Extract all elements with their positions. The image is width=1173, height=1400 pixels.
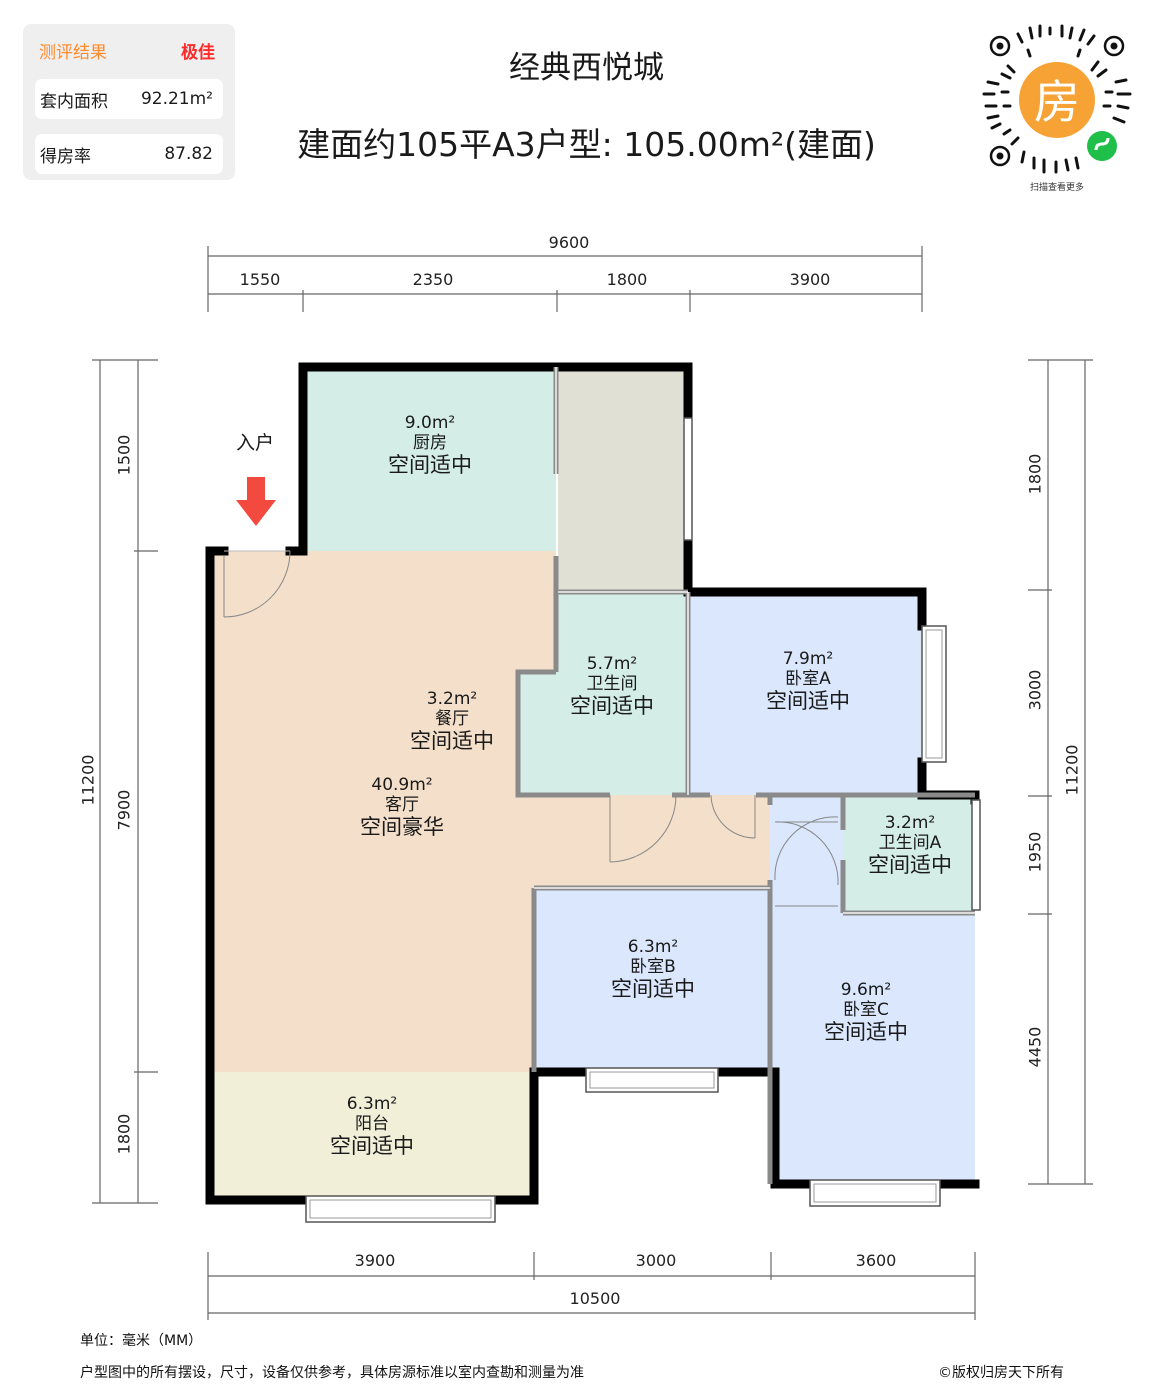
dim-right-segment: 1950 (1025, 831, 1045, 873)
room-name: 卧室B (630, 956, 676, 977)
room-area: 6.3m² (346, 1094, 398, 1114)
dim-bottom-segment: 3900 (354, 1251, 396, 1270)
room-area: 9.6m² (840, 980, 892, 1000)
room-area: 3.2m² (884, 813, 936, 833)
dim-bottom-segment: 3600 (855, 1251, 897, 1270)
dim-top-segment: 2350 (412, 270, 454, 289)
svg-text:房: 房 (1034, 75, 1080, 129)
project-title: 经典西悦城 (509, 50, 664, 86)
room-rating: 空间适中 (868, 853, 952, 878)
dim-right-segment: 3000 (1025, 669, 1045, 711)
room-name: 厨房 (413, 432, 447, 453)
room-bedroom-a[interactable]: 7.9m² 卧室A 空间适中 (766, 649, 850, 714)
efficiency-row: 得房率 87.82 (35, 134, 223, 174)
efficiency-label: 得房率 (40, 146, 91, 167)
bedroom-c-area (770, 795, 975, 1184)
dim-left-segment: 7900 (114, 789, 134, 831)
dim-right-segment: 1800 (1025, 453, 1045, 495)
room-rating: 空间适中 (611, 977, 695, 1002)
inner-area-value: 92.21m² (140, 89, 213, 109)
room-area: 9.0m² (404, 413, 456, 433)
room-rating: 空间适中 (824, 1020, 908, 1045)
dim-right-total: 11200 (1062, 744, 1082, 796)
room-name: 卫生间 (586, 673, 638, 694)
dim-left-total: 11200 (78, 754, 98, 806)
qr-code[interactable]: 房 (978, 22, 1136, 182)
room-name: 客厅 (385, 794, 419, 815)
copyright: ©版权归房天下所有 (938, 1365, 1064, 1381)
dim-top-segment: 1800 (606, 270, 648, 289)
room-name: 卫生间A (878, 832, 942, 853)
score-card: 测评结果 极佳 套内面积 92.21m² 得房率 87.82 (23, 24, 235, 180)
living-dining-area (210, 551, 770, 1072)
room-bathroom-a[interactable]: 3.2m² 卫生间A 空间适中 (868, 813, 952, 878)
qr-pattern-icon: 房 (982, 24, 1132, 174)
bathroom-a-area (843, 795, 975, 913)
dim-bottom-total: 10500 (569, 1289, 621, 1308)
storage-area (558, 367, 688, 590)
entry-arrow-icon (236, 477, 276, 526)
room-name: 餐厅 (435, 708, 469, 729)
room-name: 阳台 (355, 1113, 389, 1134)
kitchen-area (303, 367, 556, 551)
qr-caption: 扫描查看更多 (1029, 183, 1084, 193)
bedroom-a-area (690, 592, 922, 795)
room-rating: 空间适中 (766, 689, 850, 714)
efficiency-value: 87.82 (164, 144, 213, 164)
room-kitchen[interactable]: 9.0m² 厨房 空间适中 (388, 413, 472, 478)
room-rating: 空间豪华 (360, 815, 444, 840)
dim-left-segment: 1500 (114, 434, 134, 476)
score-card-header: 测评结果 极佳 (39, 38, 215, 63)
disclaimer: 户型图中的所有摆设，尺寸，设备仅供参考，具体房源标准以室内查勘和测量为准 (80, 1365, 584, 1381)
room-name: 卧室C (843, 999, 889, 1020)
room-name: 卧室A (785, 668, 831, 689)
room-area: 6.3m² (627, 937, 679, 957)
balcony-area (210, 1072, 532, 1202)
room-area: 40.9m² (371, 775, 433, 795)
room-rating: 空间适中 (388, 453, 472, 478)
room-rating: 空间适中 (410, 729, 494, 754)
room-living[interactable]: 40.9m² 客厅 空间豪华 (360, 775, 444, 840)
bedroom-b-area (534, 888, 770, 1072)
room-balcony[interactable]: 6.3m² 阳台 空间适中 (330, 1094, 414, 1159)
room-rating: 空间适中 (330, 1134, 414, 1159)
inner-area-label: 套内面积 (40, 91, 108, 112)
room-rating: 空间适中 (570, 694, 654, 719)
inner-area-row: 套内面积 92.21m² (35, 79, 223, 119)
bathroom-area (518, 592, 688, 795)
unit-note: 单位：毫米（MM） (80, 1333, 203, 1349)
dim-top-segment: 3900 (789, 270, 831, 289)
score-value: 极佳 (181, 43, 215, 63)
room-bedroom-c[interactable]: 9.6m² 卧室C 空间适中 (824, 980, 908, 1045)
dim-top-total: 9600 (548, 233, 590, 252)
entry-label: 入户 (236, 432, 275, 454)
room-area: 5.7m² (586, 654, 638, 674)
dim-left-segment: 1800 (114, 1113, 134, 1155)
dim-bottom-segment: 3000 (635, 1251, 677, 1270)
room-dining[interactable]: 3.2m² 餐厅 空间适中 (410, 689, 494, 754)
dim-right-segment: 4450 (1025, 1026, 1045, 1068)
layout-title: 建面约105平A3户型: 105.00m²(建面) (297, 125, 876, 164)
room-area: 7.9m² (782, 649, 834, 669)
room-bedroom-b[interactable]: 6.3m² 卧室B 空间适中 (611, 937, 695, 1002)
room-bathroom[interactable]: 5.7m² 卫生间 空间适中 (570, 654, 654, 719)
score-label: 测评结果 (39, 43, 107, 63)
room-area: 3.2m² (426, 689, 478, 709)
dim-top-segment: 1550 (239, 270, 281, 289)
